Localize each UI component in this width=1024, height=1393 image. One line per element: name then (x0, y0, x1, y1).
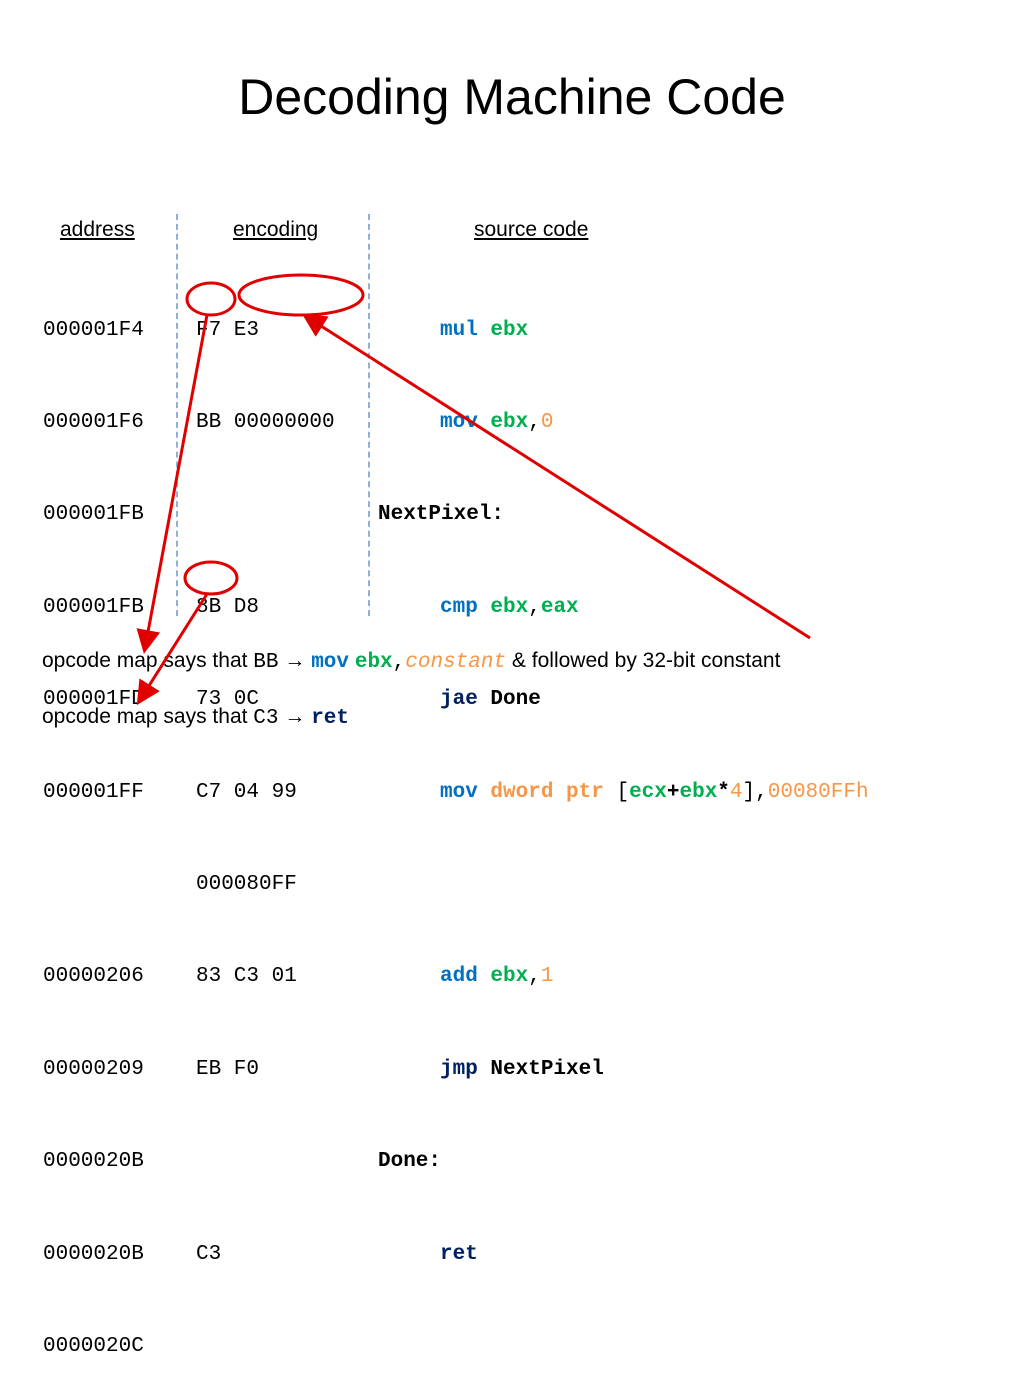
register: eax (540, 595, 579, 619)
address-cell (43, 870, 144, 901)
register: ebx (354, 651, 393, 674)
mnemonic: mov (311, 651, 349, 674)
header-address: address (60, 218, 135, 241)
address-cell: 000001FF (43, 780, 144, 804)
address-cell: 00000209 (43, 1057, 144, 1081)
plus: + (666, 780, 680, 804)
mnemonic: mov (440, 410, 478, 434)
note-c3: opcode map says that C3 → ret (42, 703, 349, 733)
register: ecx (629, 780, 667, 804)
comma: , (528, 595, 541, 619)
mnemonic: mov (440, 780, 478, 804)
note-bb: opcode map says that BB → mov ebx,consta… (42, 647, 780, 677)
header-encoding: encoding (233, 218, 319, 241)
mnemonic: jmp (440, 1057, 478, 1081)
encoding-cell: C7 04 99 (196, 780, 297, 804)
mnemonic: add (440, 965, 478, 989)
bracket: [ (616, 780, 630, 804)
source-line: ret (378, 1240, 869, 1271)
address-cell: 0000020B (43, 1150, 144, 1174)
note-text: opcode map says that (42, 649, 254, 672)
header-source-code: source code (474, 218, 589, 241)
address-cell: 0000020B (43, 1242, 144, 1266)
address-cell: 000001F4 (43, 318, 144, 342)
comma: , (528, 410, 541, 434)
encoding-column: F7 E3 BB 00000000 8B D8 73 0C C7 04 99 0… (196, 254, 335, 1393)
encoding-cell: BB 00000000 (196, 410, 335, 434)
source-line: mov dword ptr [ecx+ebx*4],00080FFh (378, 778, 869, 809)
address-cell: 000001FB (43, 595, 144, 619)
address-cell: 000001FD (43, 688, 144, 712)
number: 4 (729, 780, 743, 804)
encoding-cell: EB F0 (196, 1057, 260, 1081)
mnemonic: ret (311, 707, 349, 730)
source-line: cmp ebx,eax (378, 593, 869, 624)
address-column: 000001F4 000001F6 000001FB 000001FB 0000… (43, 254, 144, 1393)
address-cell: 0000020C (43, 1334, 144, 1358)
address-cell: 000001F6 (43, 410, 144, 434)
number: 1 (540, 965, 554, 989)
source-label: Done: (378, 1150, 442, 1174)
star: * (717, 780, 730, 804)
register: ebx (490, 410, 529, 434)
size-specifier: dword ptr (490, 780, 604, 804)
column-divider-1 (176, 214, 178, 616)
comma: , (392, 651, 406, 674)
register: ebx (679, 780, 718, 804)
address-cell: 000001FB (43, 503, 144, 527)
source-line: mov ebx,0 (378, 408, 869, 439)
source-line: add ebx,1 (378, 962, 869, 993)
mnemonic: jae (440, 688, 478, 712)
mnemonic: mul (440, 318, 478, 342)
arrow-glyph: → (278, 649, 312, 672)
encoding-cell: 000080FF (196, 872, 297, 896)
arrow-glyph: → (278, 705, 312, 728)
register: ebx (490, 318, 529, 342)
encoding-cell: 83 C3 01 (196, 965, 297, 989)
bracket: ], (742, 780, 768, 804)
note-text: opcode map says that (42, 705, 254, 728)
mnemonic: ret (440, 1242, 478, 1266)
encoding-cell: C3 (196, 1242, 222, 1266)
source-code-column: mul ebx mov ebx,0 NextPixel: cmp ebx,eax… (378, 254, 869, 1301)
address-cell: 00000206 (43, 965, 144, 989)
opcode: BB (253, 651, 279, 674)
mnemonic: cmp (440, 595, 478, 619)
encoding-cell (196, 1332, 335, 1363)
jump-target: Done (490, 688, 541, 712)
jump-target: NextPixel (490, 1057, 604, 1081)
column-divider-2 (368, 214, 370, 616)
encoding-cell: F7 E3 (196, 318, 260, 342)
note-text: & followed by 32-bit constant (506, 649, 781, 672)
immediate: 00080FFh (767, 780, 869, 804)
source-line: jmp NextPixel (378, 1055, 869, 1086)
slide-title: Decoding Machine Code (238, 69, 786, 125)
encoding-cell (196, 500, 335, 531)
source-line: mul ebx (378, 316, 869, 347)
source-label: NextPixel: (378, 503, 505, 527)
comma: , (528, 965, 541, 989)
register: ebx (490, 965, 529, 989)
number: 0 (540, 410, 554, 434)
opcode: C3 (253, 707, 279, 730)
encoding-cell: 8B D8 (196, 595, 260, 619)
constant: constant (405, 651, 507, 674)
blank-line (378, 870, 869, 901)
register: ebx (490, 595, 529, 619)
source-line: jae Done (378, 685, 869, 716)
encoding-cell (196, 1147, 335, 1178)
